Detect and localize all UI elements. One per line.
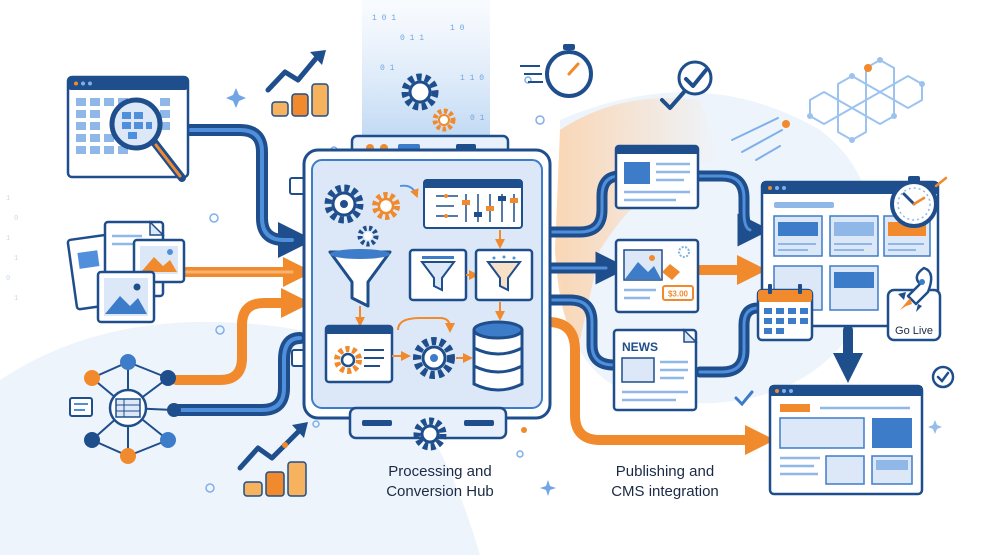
svg-text:1 0 1: 1 0 1: [372, 14, 396, 23]
magnifier-icon: [109, 97, 186, 182]
svg-text:1: 1: [6, 195, 10, 203]
hub-caption-line1: Processing and: [388, 463, 492, 480]
publish-caption-line2: CMS integration: [611, 483, 719, 500]
svg-text:0 1: 0 1: [470, 114, 485, 123]
timer-icon: [890, 176, 948, 228]
gears-above-hub: [401, 73, 456, 132]
svg-text:0: 0: [6, 275, 10, 283]
rocket-icon: [898, 266, 933, 312]
growth-coins-icon-bottom: [237, 422, 308, 497]
svg-text:0 1 1: 0 1 1: [400, 34, 424, 43]
product-card: $3.00: [614, 238, 700, 314]
input-connectors: [170, 124, 314, 416]
stopwatch-icon: [520, 44, 593, 98]
svg-text:0: 0: [14, 215, 18, 223]
gear-below-hub: [413, 417, 447, 451]
output-connectors: [542, 170, 863, 455]
go-live-label: Go Live: [895, 325, 933, 337]
check-circle-icon: [734, 365, 955, 407]
data-network: [69, 354, 181, 464]
growth-coins-icon-top: [265, 50, 329, 117]
settings-sliders-panel: [423, 179, 523, 229]
svg-text:1: 1: [14, 295, 18, 303]
background-digits: 1 0 1 1 0 1: [6, 195, 18, 303]
hub-caption: Processing and Conversion Hub: [360, 462, 520, 502]
sparkle-icons: [226, 88, 942, 496]
hub-caption-line2: Conversion Hub: [386, 483, 494, 500]
filter-box: [408, 248, 468, 302]
processing-hub: [289, 134, 552, 440]
svg-text:1: 1: [6, 235, 10, 243]
gear-icon-orange: [372, 192, 400, 220]
svg-text:0 1: 0 1: [380, 64, 395, 73]
data-stream: 1 0 1 0 1 1 1 0 0 1 1 1 0 0 1: [372, 14, 485, 123]
go-live-badge: Go Live: [886, 266, 942, 342]
article-card: [614, 144, 700, 210]
data-search-window: [66, 75, 190, 182]
large-gear-icon: [413, 337, 455, 379]
checkmark-badge-icon: [660, 60, 713, 110]
orange-dots: [282, 427, 527, 448]
svg-text:1 1 0: 1 1 0: [460, 74, 484, 83]
gear-icon: [324, 184, 364, 224]
small-gear-icon: [357, 225, 379, 247]
calendar-icon: [756, 284, 814, 342]
database-icon: [472, 320, 524, 392]
news-card: NEWS: [612, 328, 698, 412]
comet-streak: [731, 117, 790, 161]
filter-box-output: [474, 248, 534, 302]
publish-caption-line1: Publishing and: [615, 463, 715, 480]
funnel-icon: [328, 249, 392, 308]
svg-text:1 0: 1 0: [450, 24, 465, 33]
publish-caption: Publishing and CMS integration: [590, 462, 740, 502]
document-stack: [66, 220, 186, 324]
price-tag: $3.00: [662, 285, 694, 301]
dot-decorations: [205, 76, 545, 493]
price-tag-text: $3.00: [668, 290, 689, 299]
hexagon-network: [807, 57, 925, 143]
svg-text:1: 1: [14, 255, 18, 263]
published-website: [768, 384, 924, 496]
news-label: NEWS: [622, 340, 658, 354]
gear-panel: [324, 324, 394, 384]
